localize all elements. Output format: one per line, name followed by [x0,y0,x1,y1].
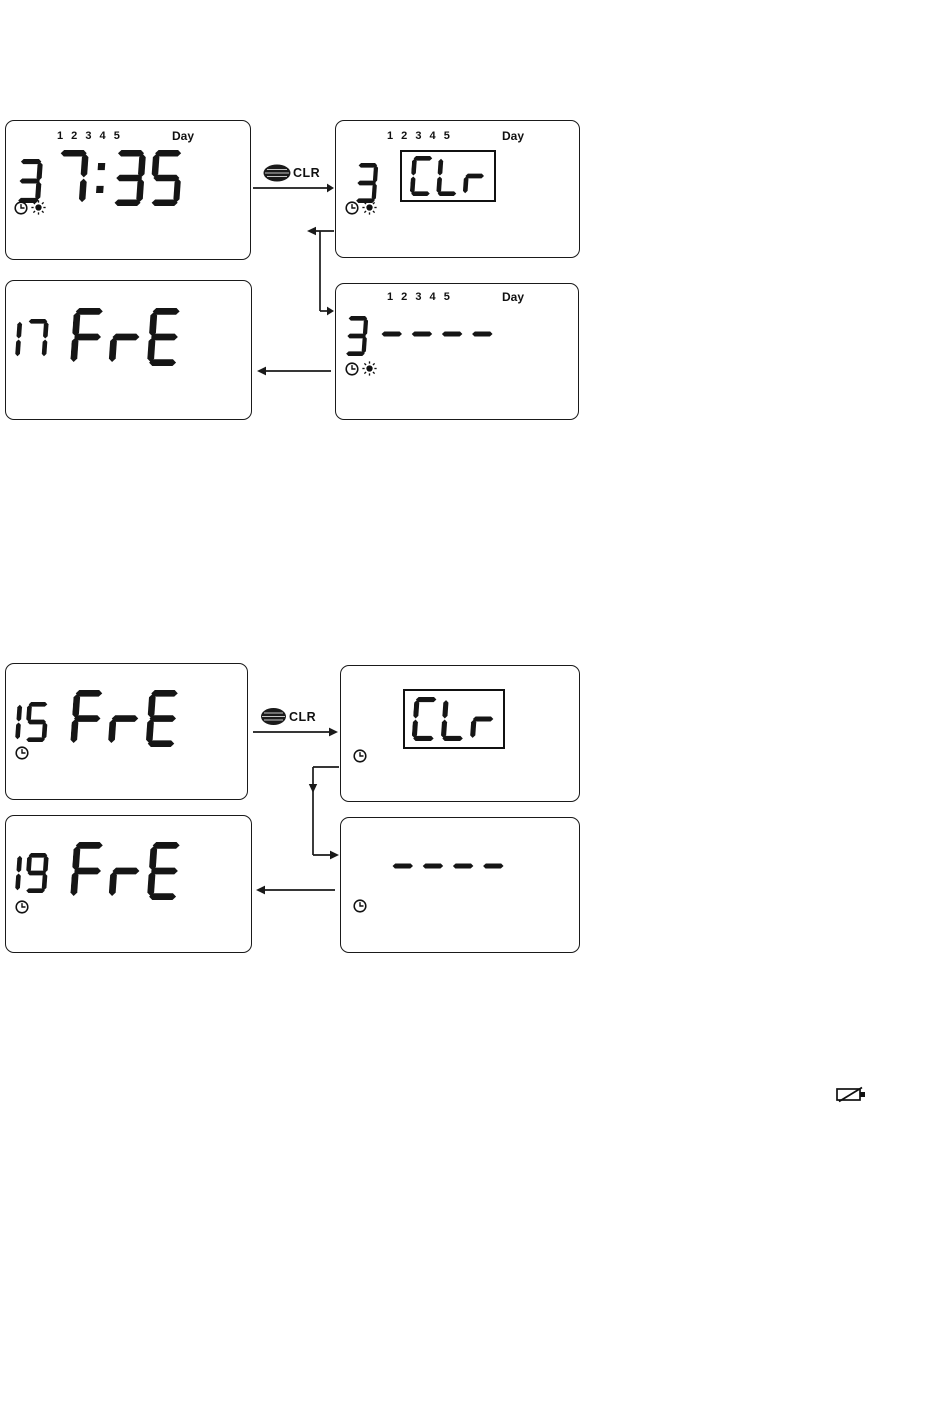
memory-count-display [13,853,49,893]
clr-button-label: CLR [289,710,317,724]
day-scale-label: Day [502,129,525,143]
day-scale-ticks: 1 2 3 4 5 [387,130,451,142]
time-display [55,150,183,206]
clock-icon [14,201,28,215]
sun-icon [31,200,46,215]
clear-display [409,156,486,196]
day-scale-ticks: 1 2 3 4 5 [57,130,121,142]
clear-display [411,697,497,741]
clock-icon [353,749,367,763]
clear-indicator-box [403,689,505,749]
free-display [70,308,182,366]
memory-count-display [13,319,49,359]
day-digit-display [345,316,369,356]
lcd-panel-time: 1 2 3 4 5 Day [5,120,251,260]
lcd-panel-free-memory [5,280,252,420]
blank-display [378,312,495,356]
blank-display [389,844,506,888]
day-scale-label: Day [502,290,525,304]
lcd-panel-free-before [5,663,248,800]
memory-count-display [13,702,49,742]
day-scale-ticks: 1 2 3 4 5 [387,291,451,303]
free-display [70,842,182,900]
free-display [70,690,180,747]
battery-low-icon [836,1085,866,1104]
day-digit-display [16,159,43,203]
sun-icon [362,200,377,215]
clear-indicator-box [400,150,496,202]
sun-icon [362,361,377,376]
clock-icon [345,201,359,215]
lcd-panel-cleared: 1 2 3 4 5 Day [335,283,579,420]
lcd-panel-clear-confirm [340,665,580,802]
clock-icon [345,362,359,376]
lcd-panel-clear-confirm: 1 2 3 4 5 Day [335,120,580,258]
day-scale-label: Day [172,129,195,143]
clr-button-label: CLR [293,166,321,180]
clock-icon [353,899,367,913]
lcd-panel-free-after [5,815,252,953]
clock-icon [15,900,29,914]
lcd-panel-cleared [340,817,580,953]
clock-icon [15,746,29,760]
day-digit-display [355,163,379,203]
